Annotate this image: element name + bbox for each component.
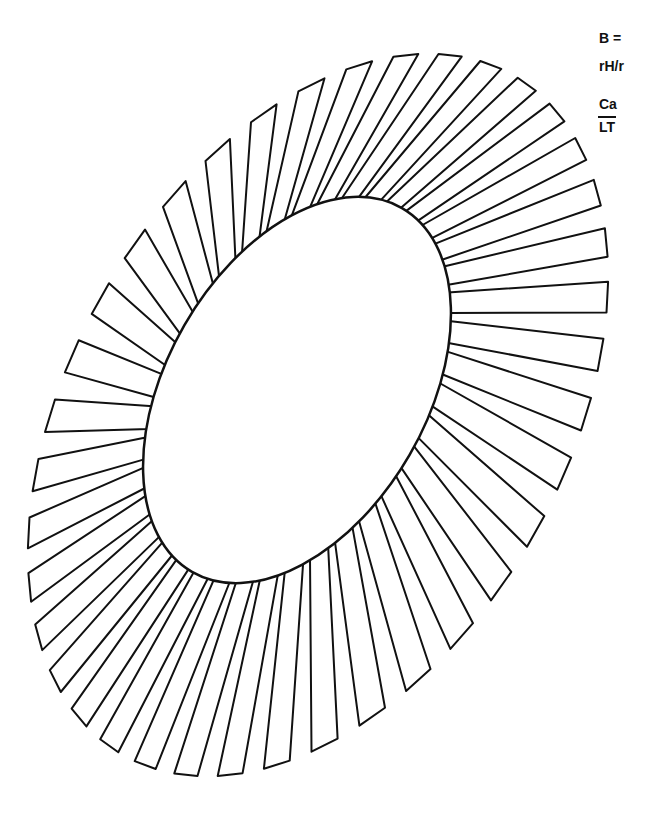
parameter-label: LT (598, 119, 616, 135)
parameter-label: B = (598, 30, 622, 46)
blade (45, 400, 153, 433)
blade (443, 228, 608, 285)
hub-disk (79, 143, 514, 637)
blade (335, 525, 385, 725)
blade (310, 546, 338, 752)
blade (174, 580, 253, 776)
fraction-bar (598, 116, 616, 118)
blade (65, 340, 163, 397)
parameter-label: Ca (598, 96, 618, 112)
blade (448, 282, 608, 313)
parameter-label: rH/r (598, 58, 625, 74)
blade-set (28, 54, 608, 776)
blade (206, 139, 236, 279)
